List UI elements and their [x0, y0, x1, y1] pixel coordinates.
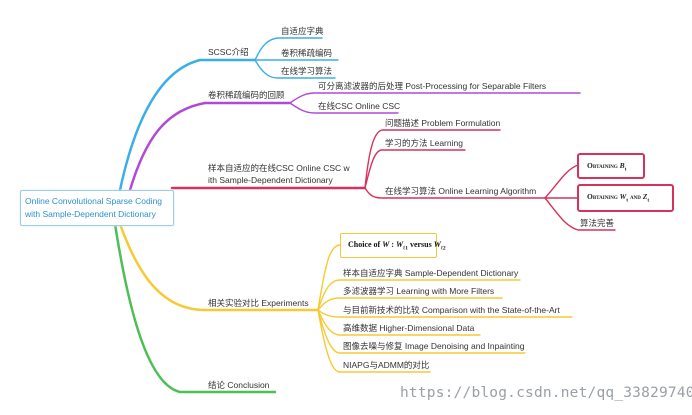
node-exp-state-of-the-art[interactable]: 与目前新技术的比较 Comparison with the State-of-t… — [343, 305, 560, 315]
choice-of-w-text: Choice of W : Wℓ1 versus Wℓ2 — [348, 240, 446, 252]
connector-exp-child-7 — [317, 309, 431, 373]
choice-b-sub: ℓ2 — [440, 245, 446, 252]
connector-exp-child-1 — [317, 244, 341, 311]
connector-review-child-1 — [289, 92, 581, 104]
connector-exp-child-2 — [317, 279, 521, 311]
node-online-line-2: ith Sample-Dependent Dictionary — [208, 175, 333, 185]
node-online[interactable]: 样本自适应的在线CSC Online CSC w ith Sample-Depe… — [208, 162, 350, 186]
connector-algo-child-3 — [544, 197, 616, 231]
connector-root-review — [128, 101, 207, 192]
node-scsc-online-learning[interactable]: 在线学习算法 — [281, 66, 333, 76]
connector-exp-child-4 — [317, 309, 573, 318]
node-algorithm-completion[interactable]: 算法完善 — [580, 218, 615, 228]
node-obtaining-b[interactable]: Obtaining Bt — [577, 153, 645, 179]
branch-scsc-lines — [118, 37, 339, 192]
connector-scsc-child-3 — [254, 59, 336, 79]
node-conclusion[interactable]: 结论 Conclusion — [208, 380, 270, 390]
obtaining-b-text: Obtaining Bt — [587, 161, 626, 173]
connector-root-scsc — [118, 58, 202, 192]
choice-a-sub: ℓ1 — [403, 245, 408, 252]
connector-exp-child-3 — [317, 297, 503, 311]
node-online-learning[interactable]: 学习的方法 Learning — [385, 138, 463, 148]
obtaining-wz-sub1: t — [626, 197, 629, 204]
choice-a: W — [396, 240, 404, 249]
watermark-url: https://blog.csdn.net/qq_33829740 — [400, 385, 692, 401]
node-exp-denoising-inpainting[interactable]: 图像去噪与修复 Image Denoising and Inpainting — [343, 341, 525, 351]
connector-root-conclusion — [113, 222, 277, 394]
root-line-2: with Sample-Dependent Dictionary — [25, 209, 156, 219]
node-exp-niapg-vs-admm[interactable]: NIAPG与ADMM的对比 — [343, 360, 430, 370]
connector-algo-child-1 — [544, 164, 579, 199]
obtaining-b-prefix: Obtaining — [587, 161, 620, 170]
branch-review-lines — [128, 92, 581, 192]
obtaining-wz-sub2: t — [647, 197, 650, 204]
node-obtaining-wz[interactable]: Obtaining Wt and Zt — [577, 184, 674, 212]
node-exp-higher-dimensional[interactable]: 高维数据 Higher-Dimensional Data — [343, 323, 475, 333]
connector-online-child-2 — [364, 149, 466, 189]
node-scsc-conv-sparse-coding[interactable]: 卷积稀疏编码 — [281, 48, 333, 58]
root-node[interactable]: Online Convolutional Sparse Coding with … — [20, 190, 174, 226]
obtaining-b-sub: t — [624, 166, 627, 173]
branch-experiments-lines — [118, 222, 573, 373]
node-online-problem-formulation[interactable]: 问题描述 Problem Formulation — [385, 118, 501, 128]
obtaining-b-var: B — [619, 161, 625, 170]
connector-review-child-2 — [289, 102, 399, 114]
obtaining-wz-and: and — [628, 192, 643, 201]
node-review[interactable]: 卷积稀疏编码的回顾 — [208, 90, 285, 100]
branch-conclusion-lines — [113, 222, 277, 394]
choice-versus: versus — [407, 240, 434, 249]
node-exp-more-filters[interactable]: 多滤波器学习 Learning with More Filters — [343, 286, 495, 296]
obtaining-wz-text: Obtaining Wt and Zt — [587, 192, 649, 204]
obtaining-wz-var2: Z — [642, 192, 648, 201]
choice-b: W — [433, 240, 441, 249]
connector-exp-child-6 — [317, 309, 526, 354]
choice-prefix: Choice of — [348, 240, 383, 249]
node-online-line-1: 样本自适应的在线CSC Online CSC w — [208, 163, 350, 173]
connector-scsc-child-1 — [254, 37, 323, 61]
node-choice-of-w[interactable]: Choice of W : Wℓ1 versus Wℓ2 — [340, 233, 446, 258]
node-experiments[interactable]: 相关实验对比 Experiments — [208, 298, 309, 308]
connector-root-experiments — [118, 222, 207, 312]
branch-online-lines — [170, 129, 616, 231]
node-online-learning-algorithm[interactable]: 在线学习算法 Online Learning Algorithm — [385, 186, 537, 196]
connector-online-child-3 — [364, 187, 546, 199]
root-line-1: Online Convolutional Sparse Coding — [25, 196, 163, 206]
node-exp-sample-dependent-dictionary[interactable]: 样本自适应字典 Sample-Dependent Dictionary — [343, 268, 519, 278]
obtaining-wz-var1: W — [619, 192, 627, 201]
connector-online-child-1 — [364, 129, 501, 189]
node-review-separable-filters[interactable]: 可分离滤波器的后处理 Post-Processing for Separable… — [318, 81, 547, 91]
obtaining-wz-prefix: Obtaining — [587, 192, 620, 201]
choice-colon: : — [389, 240, 397, 249]
choice-var: W — [382, 240, 390, 249]
node-scsc-adaptive-dictionary[interactable]: 自适应字典 — [281, 26, 324, 36]
node-review-online-csc[interactable]: 在线CSC Online CSC — [318, 101, 401, 111]
connector-exp-child-5 — [317, 309, 481, 336]
root-node-label: Online Convolutional Sparse Coding with … — [25, 195, 171, 221]
node-scsc[interactable]: SCSC介绍 — [208, 47, 249, 57]
